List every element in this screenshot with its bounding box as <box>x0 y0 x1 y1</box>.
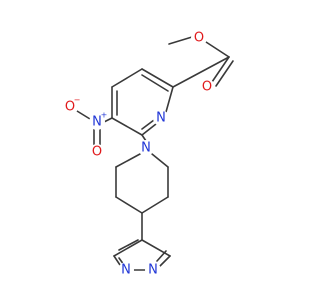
bond-ring-c6-n-double <box>141 119 155 130</box>
svg-text:N: N <box>156 111 166 126</box>
atom-n-piperidine: N <box>138 140 154 156</box>
bond-layer <box>76 36 234 271</box>
bond-ring-c2-c3-double <box>141 74 169 92</box>
bond-ring-c2-c3 <box>141 68 174 88</box>
atom-o-nitro-single: O − <box>62 96 81 115</box>
bond-pz-c3-n2 <box>159 255 171 267</box>
bond-pip-c6-n <box>151 153 169 168</box>
svg-text:N: N <box>141 141 151 156</box>
bond-ring-c6-n <box>141 123 157 136</box>
bond-o-carbonyl-carbon <box>205 41 230 58</box>
atom-o-carbonyl: O <box>199 79 215 95</box>
svg-text:O: O <box>202 80 212 95</box>
bond-ring-c2-n <box>165 86 174 113</box>
atom-n-pyridazine-1: N <box>118 262 134 278</box>
bond-ring-c3-c4 <box>111 68 143 88</box>
svg-text:−: − <box>74 96 81 105</box>
atom-o-nitro-double: O <box>89 144 105 160</box>
svg-text:O: O <box>194 31 204 46</box>
bond-ester-ring <box>172 56 230 88</box>
atom-label-layer: O O N N + O − O N N <box>62 30 215 278</box>
atom-n-pyridine: N <box>153 110 169 126</box>
svg-text:O: O <box>65 100 75 115</box>
bond-carbonyl-c-o-double-a <box>211 56 230 83</box>
svg-text:N: N <box>121 263 131 278</box>
bond-pip-n-c2 <box>115 153 141 168</box>
bond-carbonyl-c-o-double-b <box>215 60 234 87</box>
bond-pz-c6-n1 <box>113 255 121 266</box>
bond-ring-c5-c6 <box>111 117 143 136</box>
bond-c-nitro-n <box>103 117 113 123</box>
bond-methyl-o <box>168 36 193 45</box>
svg-text:N: N <box>148 263 158 278</box>
bond-c6-piperidine-n <box>141 134 147 142</box>
atom-n-pyridazine-2: N <box>145 262 161 278</box>
bond-nitro-o-single <box>76 110 91 120</box>
bond-pip-c4-c5 <box>141 196 169 214</box>
atom-o-methyl-ether: O <box>191 30 207 46</box>
svg-text:N: N <box>92 115 102 130</box>
svg-text:+: + <box>101 111 108 120</box>
atom-n-nitro: N + <box>89 111 108 130</box>
molecule-structure-diagram: O O N N + O − O N N <box>62 30 234 278</box>
bond-pz-c3-n2-double <box>156 250 167 262</box>
bond-pz-c5 <box>113 239 143 257</box>
bond-pip-c3-c4 <box>115 196 143 214</box>
bond-pz-c5-c4-double <box>118 239 139 251</box>
bond-pz-c3 <box>141 239 171 257</box>
svg-text:O: O <box>92 145 102 160</box>
